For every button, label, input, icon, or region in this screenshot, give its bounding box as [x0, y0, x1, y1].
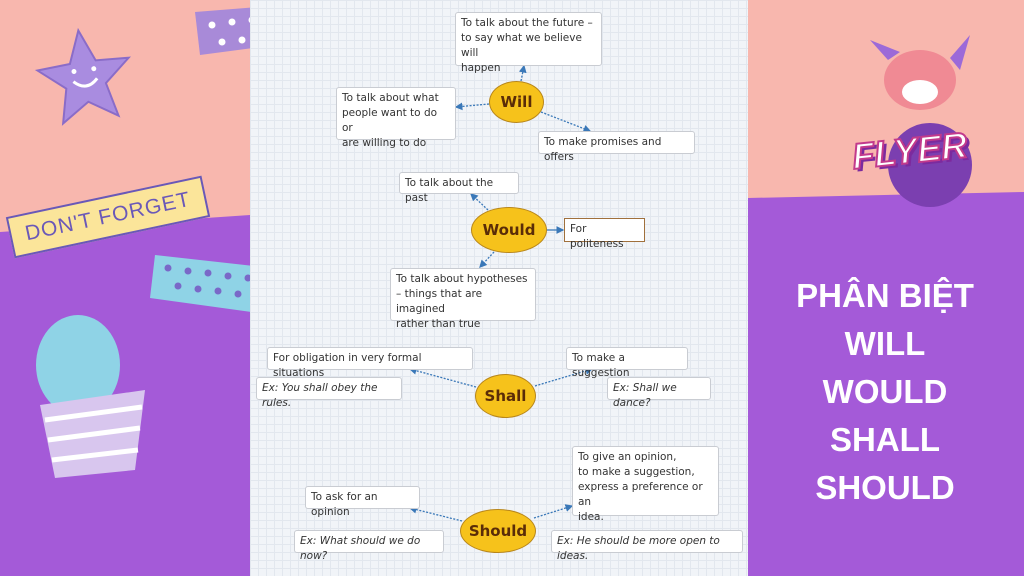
- page-title: PHÂN BIỆT WILL WOULD SHALL SHOULD: [770, 272, 1000, 512]
- node-shall: Shall: [475, 374, 536, 418]
- shall-suggestion-box: To make a suggestion: [566, 347, 688, 379]
- shall-example-box: Ex: You shall obey the rules.: [256, 377, 402, 409]
- title-line: PHÂN BIỆT: [796, 277, 974, 314]
- title-line: SHALL: [830, 421, 940, 458]
- would-hypotheses-box: To talk about hypotheses – things that a…: [390, 268, 536, 330]
- should-give-box: To give an opinion, to make a suggestion…: [572, 446, 719, 523]
- should-ask-box: To ask for an opinion: [305, 486, 420, 518]
- cactus-icon: [36, 315, 145, 478]
- title-line: WILL: [844, 325, 926, 362]
- title-line: SHOULD: [815, 469, 955, 506]
- mascot-icon: [870, 35, 972, 207]
- will-willing-box: To talk about what people want to do or …: [336, 87, 456, 149]
- should-example-box: Ex: What should we do now?: [294, 530, 444, 562]
- would-politeness-box: For politeness: [564, 218, 645, 250]
- node-should: Should: [460, 509, 536, 553]
- should-example-box-2: Ex: He should be more open to ideas.: [551, 530, 743, 562]
- title-line: WOULD: [822, 373, 948, 410]
- node-would: Would: [471, 207, 547, 253]
- will-future-box: To talk about the future – to say what w…: [455, 12, 602, 74]
- shall-obligation-box: For obligation in very formal situations: [267, 347, 473, 379]
- would-past-box: To talk about the past: [399, 172, 519, 204]
- shall-example-box-2: Ex: Shall we dance?: [607, 377, 711, 409]
- star-icon: [34, 27, 132, 126]
- node-will: Will: [489, 81, 544, 123]
- will-promises-box: To make promises and offers: [538, 131, 695, 163]
